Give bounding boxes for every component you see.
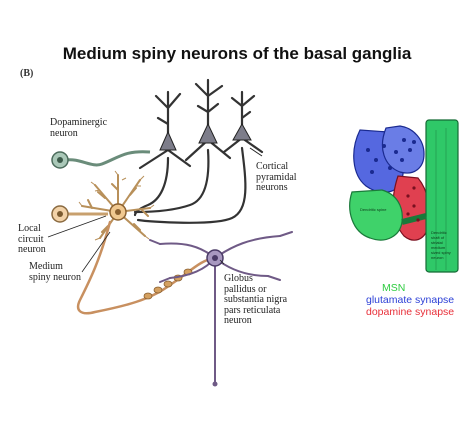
globus-pallidus-neuron xyxy=(149,231,293,383)
leader-lines xyxy=(47,215,225,273)
axon-terminal xyxy=(212,381,218,387)
dopaminergic-neuron xyxy=(51,150,151,169)
dendritic-shaft-label: Dendritic shaft of striatal medium sized… xyxy=(431,230,451,260)
cortical-leader-line xyxy=(249,147,263,157)
local-circuit-neuron xyxy=(51,205,108,223)
axon-varicosities xyxy=(143,268,193,300)
cortical-pyramidal-neurons xyxy=(133,78,264,224)
dendritic-spine-label: Dendritic spine xyxy=(360,207,387,212)
synapse-inset xyxy=(349,119,459,273)
legend-glutamate-synapse: glutamate synapse xyxy=(366,294,455,306)
legend-dopamine-synapse: dopamine synapse xyxy=(366,306,455,318)
legend-msn: MSN xyxy=(382,282,406,294)
pyramidal-somas xyxy=(159,122,252,151)
medium-spiny-neuron xyxy=(76,174,217,315)
spiny-dendrite-spines xyxy=(78,170,155,241)
panel-letter: (B) xyxy=(20,68,34,79)
figure-title: Medium spiny neurons of the basal gangli… xyxy=(62,44,412,63)
